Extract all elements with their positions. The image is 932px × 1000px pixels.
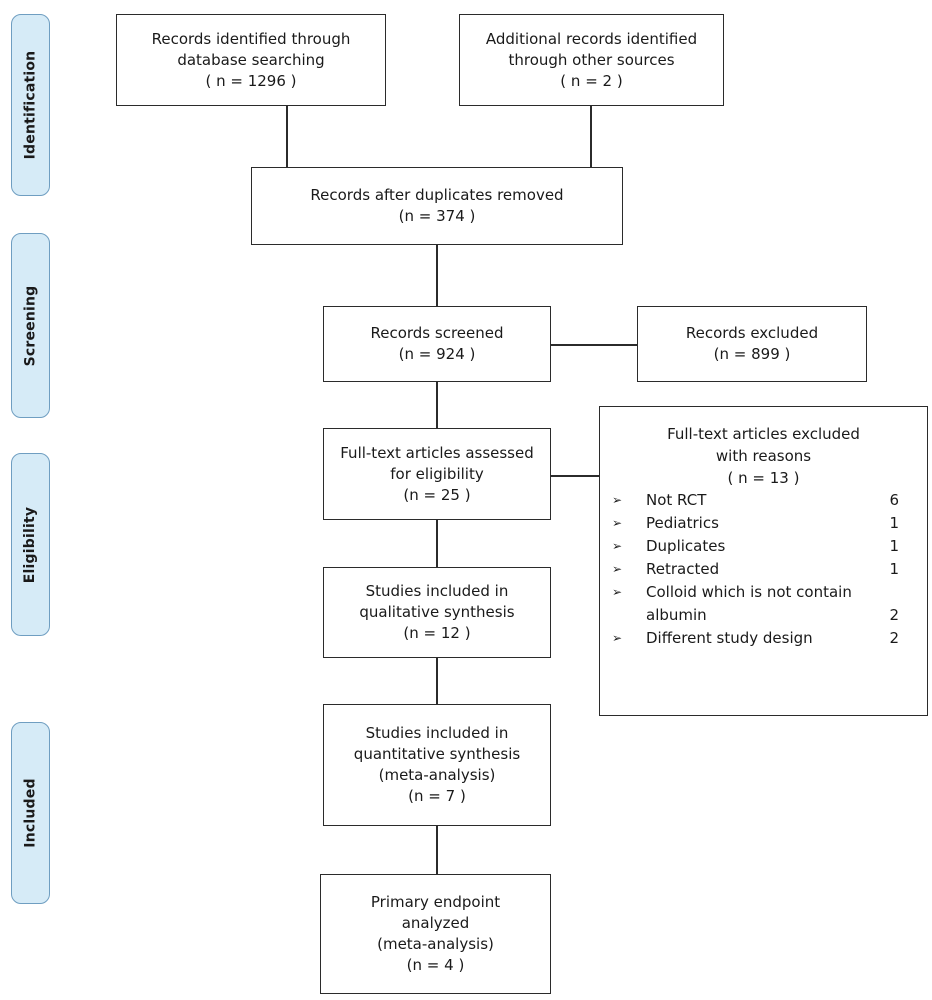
fulltext-excluded-heading-line-2: with reasons xyxy=(715,447,812,465)
exclusion-reason-design: ➢ Different study design 2 xyxy=(612,627,927,650)
reason-count: 1 xyxy=(889,537,899,555)
reason-label: Duplicates xyxy=(646,537,726,555)
stage-eligibility: Eligibility xyxy=(11,453,50,636)
box-fulltext-line-1: Full-text articles assessed xyxy=(340,443,534,462)
reason-count: 1 xyxy=(889,514,899,532)
box-qualitative-line-1: Studies included in xyxy=(365,582,509,600)
exclusion-reasons-list: ➢ Not RCT 6 ➢ Pediatrics 1 ➢ Duplicates … xyxy=(600,489,927,650)
box-qualitative-count: (n = 12 ) xyxy=(403,624,471,642)
connector-fulltext-to-excluded xyxy=(551,475,599,477)
reason-label: Different study design xyxy=(646,629,813,647)
reason-label-line-1: Colloid which is not contain xyxy=(646,583,852,601)
stage-screening: Screening xyxy=(11,233,50,418)
arrow-bullet-icon: ➢ xyxy=(612,562,623,576)
arrow-bullet-icon: ➢ xyxy=(612,516,623,530)
box-database-line-2: database searching xyxy=(177,50,325,69)
reason-label-line-2: albumin xyxy=(646,606,707,624)
box-primary-count: (n = 4 ) xyxy=(406,956,465,974)
stage-identification: Identification xyxy=(11,14,50,196)
box-quantitative-count: (n = 7 ) xyxy=(408,787,466,805)
reason-count: 2 xyxy=(889,629,899,647)
fulltext-excluded-heading-line-1: Full-text articles excluded xyxy=(667,425,860,443)
fulltext-excluded-count: ( n = 13 ) xyxy=(727,469,800,487)
box-excluded-line-1: Records excluded xyxy=(685,324,819,342)
box-other-count: ( n = 2 ) xyxy=(560,71,623,90)
box-excluded-count: (n = 899 ) xyxy=(713,345,791,363)
exclusion-reason-pediatrics: ➢ Pediatrics 1 xyxy=(612,512,927,535)
arrow-bullet-icon: ➢ xyxy=(612,585,623,599)
box-other-line-2: through other sources xyxy=(508,50,675,69)
arrow-bullet-icon: ➢ xyxy=(612,631,623,645)
exclusion-reason-colloid: ➢ Colloid which is not contain albumin 2 xyxy=(612,581,927,627)
reason-label: Pediatrics xyxy=(646,514,719,532)
exclusion-reason-not-rct: ➢ Not RCT 6 xyxy=(612,489,927,512)
box-duplicates-removed: Records after duplicates removed (n = 37… xyxy=(251,167,623,245)
box-fulltext-excluded: Full-text articles excluded with reasons… xyxy=(599,406,928,716)
box-other-sources: Additional records identified through ot… xyxy=(459,14,724,106)
box-fulltext-assessed: Full-text articles assessed for eligibil… xyxy=(323,428,551,520)
box-fulltext-line-2: for eligibility xyxy=(390,464,484,483)
reason-count: 2 xyxy=(889,606,899,624)
reason-label: Retracted xyxy=(646,560,720,578)
box-records-screened: Records screened (n = 924 ) xyxy=(323,306,551,382)
connector-fulltext-to-qualitative xyxy=(436,520,438,567)
stage-eligibility-label: Eligibility xyxy=(22,506,39,583)
connector-quantitative-to-primary xyxy=(436,826,438,874)
box-quantitative-line-1: Studies included in xyxy=(365,724,509,742)
reason-label: Not RCT xyxy=(646,491,707,509)
box-primary-line-3: (meta-analysis) xyxy=(377,935,494,953)
fulltext-excluded-heading: Full-text articles excluded with reasons… xyxy=(600,407,927,489)
stage-screening-label: Screening xyxy=(22,285,39,366)
stage-identification-label: Identification xyxy=(22,50,39,160)
box-quantitative-line-3: (meta-analysis) xyxy=(378,766,496,784)
box-primary-line-1: Primary endpoint xyxy=(370,893,501,911)
box-screened-line-1: Records screened xyxy=(370,324,504,342)
box-other-line-1: Additional records identified xyxy=(485,29,698,48)
arrow-bullet-icon: ➢ xyxy=(612,539,623,553)
box-database-count: ( n = 1296 ) xyxy=(205,71,297,90)
connector-dup-to-screened xyxy=(436,245,438,306)
connector-screened-to-fulltext xyxy=(436,382,438,428)
box-qualitative-synthesis: Studies included in qualitative synthesi… xyxy=(323,567,551,658)
box-database-searching: Records identified through database sear… xyxy=(116,14,386,106)
connector-screened-to-excluded xyxy=(551,344,637,346)
box-records-excluded: Records excluded (n = 899 ) xyxy=(637,306,867,382)
connector-database-to-merge xyxy=(286,106,288,168)
reason-count: 6 xyxy=(889,491,899,509)
box-dup-count: (n = 374 ) xyxy=(398,207,476,225)
box-primary-line-2: analyzed xyxy=(401,914,470,932)
exclusion-reason-duplicates: ➢ Duplicates 1 xyxy=(612,535,927,558)
box-screened-count: (n = 924 ) xyxy=(398,345,476,363)
box-quantitative-synthesis: Studies included in quantitative synthes… xyxy=(323,704,551,826)
box-qualitative-line-2: qualitative synthesis xyxy=(359,603,515,621)
connector-other-to-merge xyxy=(590,106,592,168)
connector-qualitative-to-quantitative xyxy=(436,658,438,704)
box-dup-line-1: Records after duplicates removed xyxy=(310,186,564,204)
box-primary-endpoint: Primary endpoint analyzed (meta-analysis… xyxy=(320,874,551,994)
exclusion-reason-retracted: ➢ Retracted 1 xyxy=(612,558,927,581)
box-quantitative-line-2: quantitative synthesis xyxy=(353,745,521,763)
arrow-bullet-icon: ➢ xyxy=(612,493,623,507)
box-fulltext-count: (n = 25 ) xyxy=(403,485,471,504)
box-database-line-1: Records identified through xyxy=(151,29,351,48)
reason-count: 1 xyxy=(889,560,899,578)
stage-included: Included xyxy=(11,722,50,904)
stage-included-label: Included xyxy=(22,778,39,848)
